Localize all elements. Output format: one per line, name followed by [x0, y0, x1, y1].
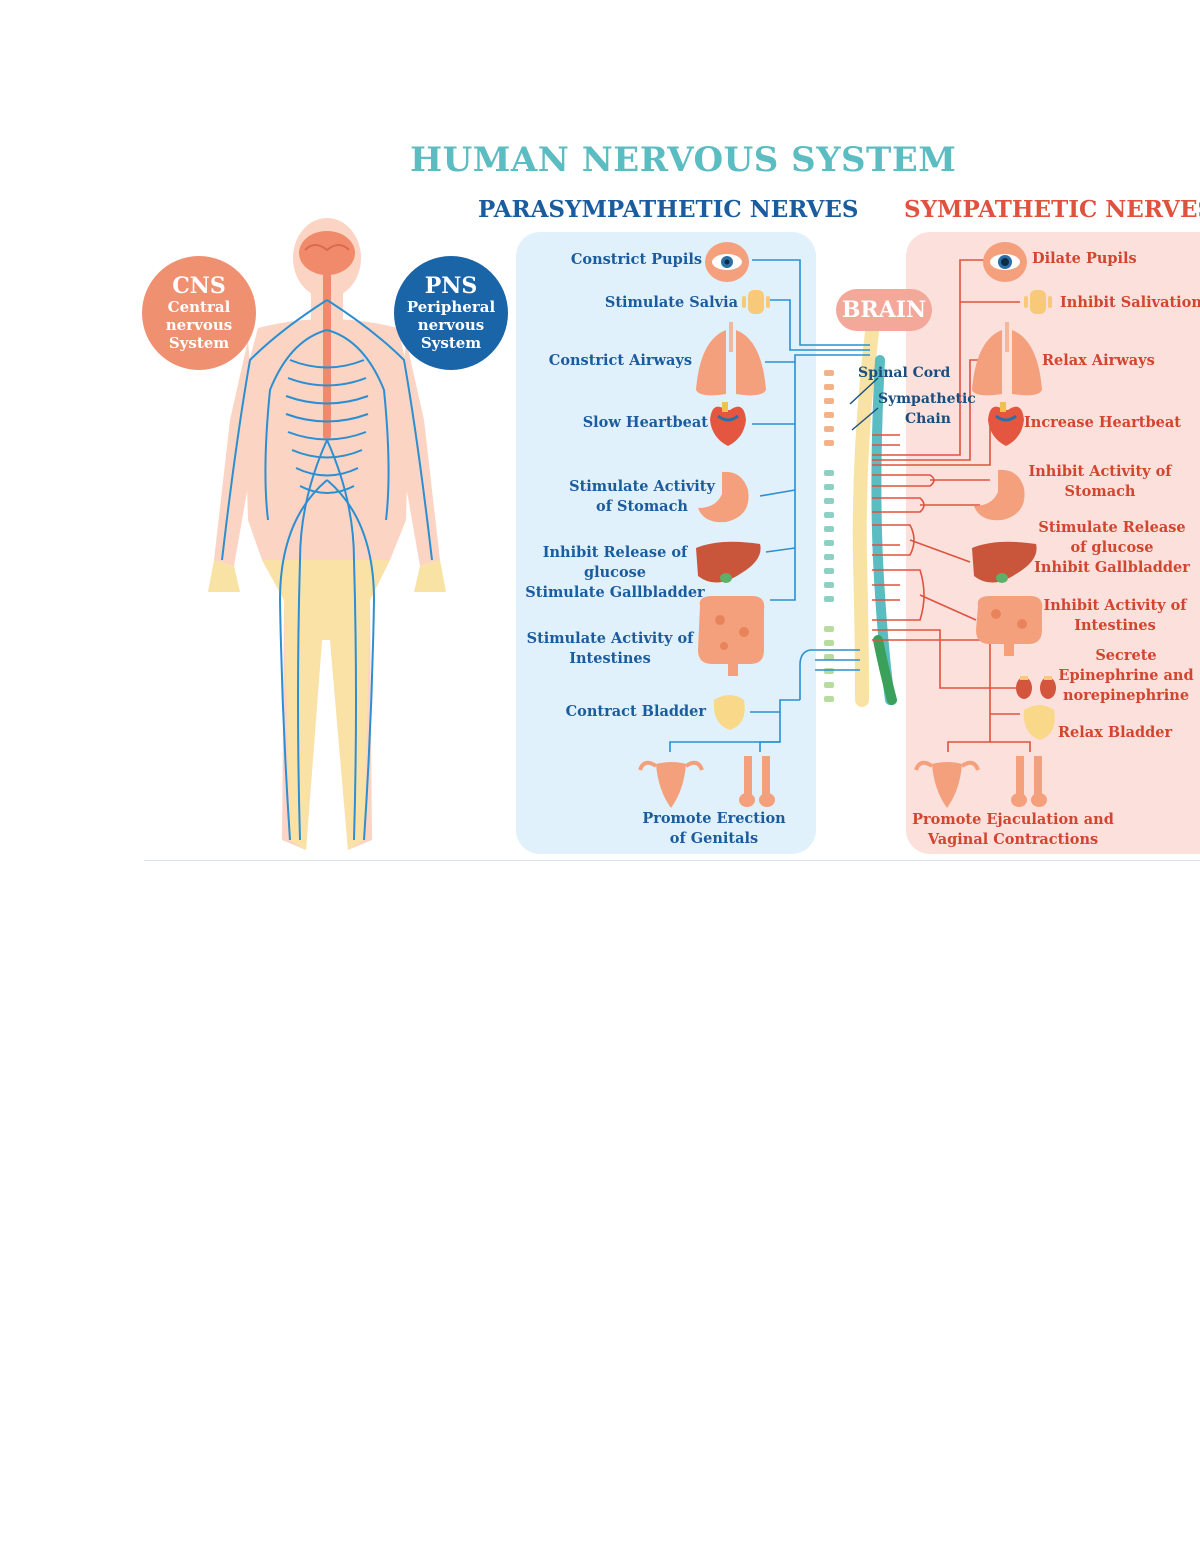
salivary-gland-icon — [742, 290, 770, 314]
sympathetic-heading: SYMPATHETIC NERVES — [904, 196, 1200, 223]
para-label-intestines: Stimulate Activity of Intestines — [526, 630, 694, 667]
cns-full: Central nervous System — [165, 298, 233, 352]
eye-icon — [983, 242, 1027, 282]
parasympathetic-panel — [516, 232, 816, 854]
lungs-icon — [972, 322, 1042, 396]
para-label-airways: Constrict Airways — [548, 352, 692, 369]
para-label-glucose: Inhibit Release of glucose Stimulate Gal… — [525, 544, 705, 601]
salivary-gland-icon — [1024, 290, 1052, 314]
liver-icon — [696, 541, 761, 583]
sympathetic-connectors — [872, 259, 1031, 752]
heart-icon — [988, 402, 1024, 446]
symp-label-pupils: Dilate Pupils — [1032, 250, 1137, 267]
symp-label-stomach: Inhibit Activity of Stomach — [1028, 463, 1172, 500]
parasympathetic-organs — [638, 242, 775, 808]
liver-icon — [972, 541, 1037, 583]
uterus-icon — [914, 760, 980, 808]
cns-abbr: CNS — [172, 273, 226, 299]
para-label-salvia: Stimulate Salvia — [604, 294, 738, 311]
pns-abbr: PNS — [424, 273, 478, 299]
para-label-genitals: Promote Erection of Genitals — [642, 810, 786, 847]
parasympathetic-heading: PARASYMPATHETIC NERVES — [478, 196, 859, 223]
symp-label-glucose: Stimulate Release of glucose Inhibit Gal… — [1034, 519, 1190, 576]
intestines-icon — [698, 596, 765, 676]
eye-icon — [705, 242, 749, 282]
male-genitals-icon — [1011, 756, 1047, 807]
symp-label-heartbeat: Increase Heartbeat — [1024, 414, 1181, 431]
male-genitals-icon — [739, 756, 775, 807]
symp-label-intestines: Inhibit Activity of Intestines — [1043, 597, 1187, 634]
kidneys-icon — [1016, 676, 1056, 699]
pns-full: Peripheral nervous System — [406, 298, 496, 352]
heart-icon — [710, 402, 746, 446]
sympathetic-organs — [914, 242, 1056, 808]
symp-label-genitals: Promote Ejaculation and Vaginal Contract… — [912, 811, 1114, 848]
para-label-pupils: Constrict Pupils — [570, 251, 702, 268]
para-label-bladder: Contract Bladder — [565, 703, 706, 720]
bladder-icon — [1023, 705, 1055, 740]
pns-badge: PNS Peripheral nervous System — [394, 256, 508, 370]
symp-label-epinephrine: Secrete Epinephrine and norepinephrine — [1058, 647, 1194, 704]
cns-badge: CNS Central nervous System — [142, 256, 256, 370]
para-label-stomach: Stimulate Activity of Stomach — [569, 478, 715, 515]
para-label-heartbeat: Slow Heartbeat — [582, 414, 708, 431]
spinal-column — [824, 325, 897, 707]
symp-label-airways: Relax Airways — [1042, 352, 1155, 369]
human-body-figure — [208, 218, 446, 850]
lungs-icon — [696, 322, 766, 396]
symp-label-salivation: Inhibit Salivation — [1060, 294, 1200, 311]
sympathetic-panel — [906, 232, 1200, 854]
intestines-icon — [976, 596, 1043, 656]
stomach-icon — [698, 471, 749, 523]
spinal-cord-label: Spinal Cord — [858, 365, 951, 381]
symp-label-bladder: Relax Bladder — [1058, 724, 1173, 741]
page-title: HUMAN NERVOUS SYSTEM — [410, 140, 957, 180]
sympathetic-chain-label-2: Chain — [905, 411, 951, 427]
parasympathetic-connectors — [669, 259, 870, 752]
bladder-icon — [713, 695, 745, 730]
brain-label: BRAIN — [836, 289, 932, 331]
uterus-icon — [638, 760, 704, 808]
stomach-icon — [974, 469, 1025, 521]
sympathetic-chain-label-1: Sympathetic — [878, 391, 976, 407]
bottom-divider — [144, 860, 1200, 861]
